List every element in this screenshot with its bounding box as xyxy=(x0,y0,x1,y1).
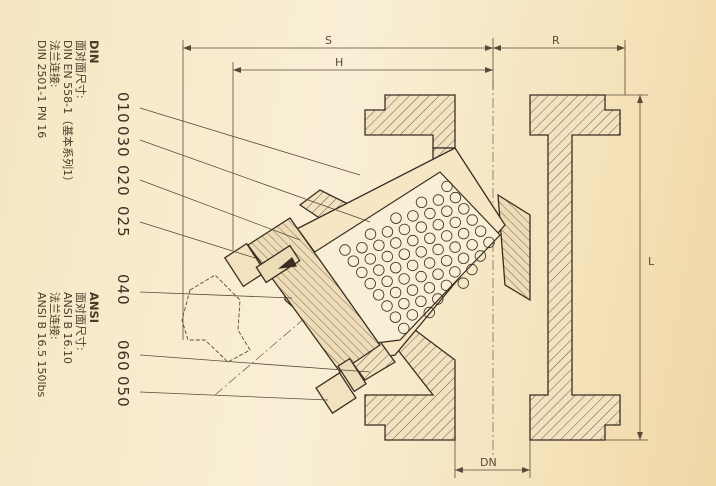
part-number-020: 020 xyxy=(114,165,132,197)
screen-hole xyxy=(457,252,470,264)
screen-hole xyxy=(398,298,410,310)
screen-hole xyxy=(390,262,402,274)
screen-hole xyxy=(423,282,436,294)
screen-hole xyxy=(432,194,445,206)
din-face-label: 面对面尺寸: xyxy=(74,40,87,99)
screen-hole xyxy=(373,264,385,276)
screen-hole xyxy=(415,221,428,233)
screen-hole xyxy=(423,306,436,319)
screen-hole xyxy=(381,250,394,263)
dim-label-r: R xyxy=(552,34,560,47)
screen-hole xyxy=(406,259,419,272)
part-number-010: 010 xyxy=(114,92,132,124)
screen-hole xyxy=(398,223,411,236)
ansi-face-label: 面对面尺寸: xyxy=(74,292,87,351)
screen-hole xyxy=(339,244,351,256)
dim-label-h: H xyxy=(335,56,343,69)
screen-hole xyxy=(356,241,368,254)
ansi-flange-value: ANSI B 16.5 150lbs xyxy=(35,292,48,398)
ansi-flange-label: 法兰连接: xyxy=(48,292,61,340)
screen-hole xyxy=(389,286,402,299)
screen-hole xyxy=(364,228,377,240)
screen-hole xyxy=(474,225,487,237)
screen-hole xyxy=(449,241,461,253)
drain-plug-outline xyxy=(181,274,251,363)
screen-hole xyxy=(390,212,402,224)
din-heading: DIN xyxy=(87,40,101,64)
screen-hole xyxy=(449,266,461,278)
ansi-heading: ANSI xyxy=(87,292,101,324)
din-flange-label: 法兰连接: xyxy=(48,40,61,88)
screen-hole xyxy=(441,180,453,193)
screen-hole xyxy=(441,230,453,242)
screen-hole xyxy=(407,210,419,222)
dim-label-dn: DN xyxy=(480,456,497,469)
part-number-025: 025 xyxy=(114,206,132,238)
part-number-060: 060 xyxy=(114,340,132,372)
ansi-spec-block: ANSI 面对面尺寸: ANSI B 16.10 法兰连接: ANSI B 16… xyxy=(35,292,101,398)
valve-body-right xyxy=(529,94,621,441)
screen-hole xyxy=(466,214,478,226)
screen-hole xyxy=(398,248,411,260)
din-spec-block: DIN 面对面尺寸: DIN EN 558-1（基本系列1） 法兰连接: DIN… xyxy=(35,40,101,188)
din-face-value: DIN EN 558-1（基本系列1） xyxy=(61,40,74,188)
screen-hole xyxy=(398,273,410,285)
screen-hole xyxy=(415,295,427,308)
screen-hole xyxy=(381,300,393,312)
screen-holes xyxy=(339,180,495,335)
screen-hole xyxy=(449,216,462,229)
screen-hole xyxy=(432,218,445,231)
screen-hole xyxy=(458,203,470,215)
valve-body-left xyxy=(298,94,531,441)
screen-hole xyxy=(457,227,470,240)
screen-hole xyxy=(440,279,453,292)
screen-hole xyxy=(415,246,427,258)
screen-hole xyxy=(415,196,428,209)
screen-hole xyxy=(440,255,453,267)
dim-label-s: S xyxy=(325,34,332,47)
screen-hole xyxy=(432,293,444,305)
screen-hole xyxy=(389,311,402,323)
screen-hole xyxy=(347,255,360,267)
screen-hole xyxy=(381,226,394,238)
screen-hole xyxy=(474,250,487,262)
cover-assembly xyxy=(223,217,381,415)
screen-hole xyxy=(423,257,436,269)
screen-hole xyxy=(432,268,444,280)
screen-hole xyxy=(424,207,436,220)
dimension-arrows xyxy=(183,45,643,473)
screen-hole xyxy=(407,234,419,247)
din-flange-value: DIN 2501-1 PN 16 xyxy=(35,40,48,139)
screen-hole xyxy=(449,191,462,204)
screen-hole xyxy=(381,275,393,288)
part-number-040: 040 xyxy=(114,274,132,306)
screen-hole xyxy=(483,236,495,249)
leader-lines xyxy=(139,107,371,401)
ansi-face-value: ANSI B 16.10 xyxy=(61,292,74,365)
screen-hole xyxy=(406,309,419,321)
screen-hole xyxy=(466,239,478,251)
screen-hole xyxy=(424,232,436,245)
screen-hole xyxy=(432,243,444,256)
screen-hole xyxy=(364,277,376,290)
screen-hole xyxy=(415,270,427,283)
screen-hole xyxy=(390,237,402,249)
screen-hole xyxy=(356,266,368,279)
screen-hole xyxy=(398,322,410,335)
dim-label-l: L xyxy=(648,255,655,268)
screen-hole xyxy=(373,239,385,252)
screen-hole xyxy=(457,277,470,289)
part-number-050: 050 xyxy=(114,376,132,408)
screen-hole xyxy=(466,263,478,276)
screen-hole xyxy=(364,253,377,265)
screen-hole xyxy=(372,289,385,301)
part-number-030: 030 xyxy=(114,126,132,158)
screen-hole xyxy=(441,205,453,217)
center-lines xyxy=(214,80,494,455)
screen-hole xyxy=(406,284,419,296)
